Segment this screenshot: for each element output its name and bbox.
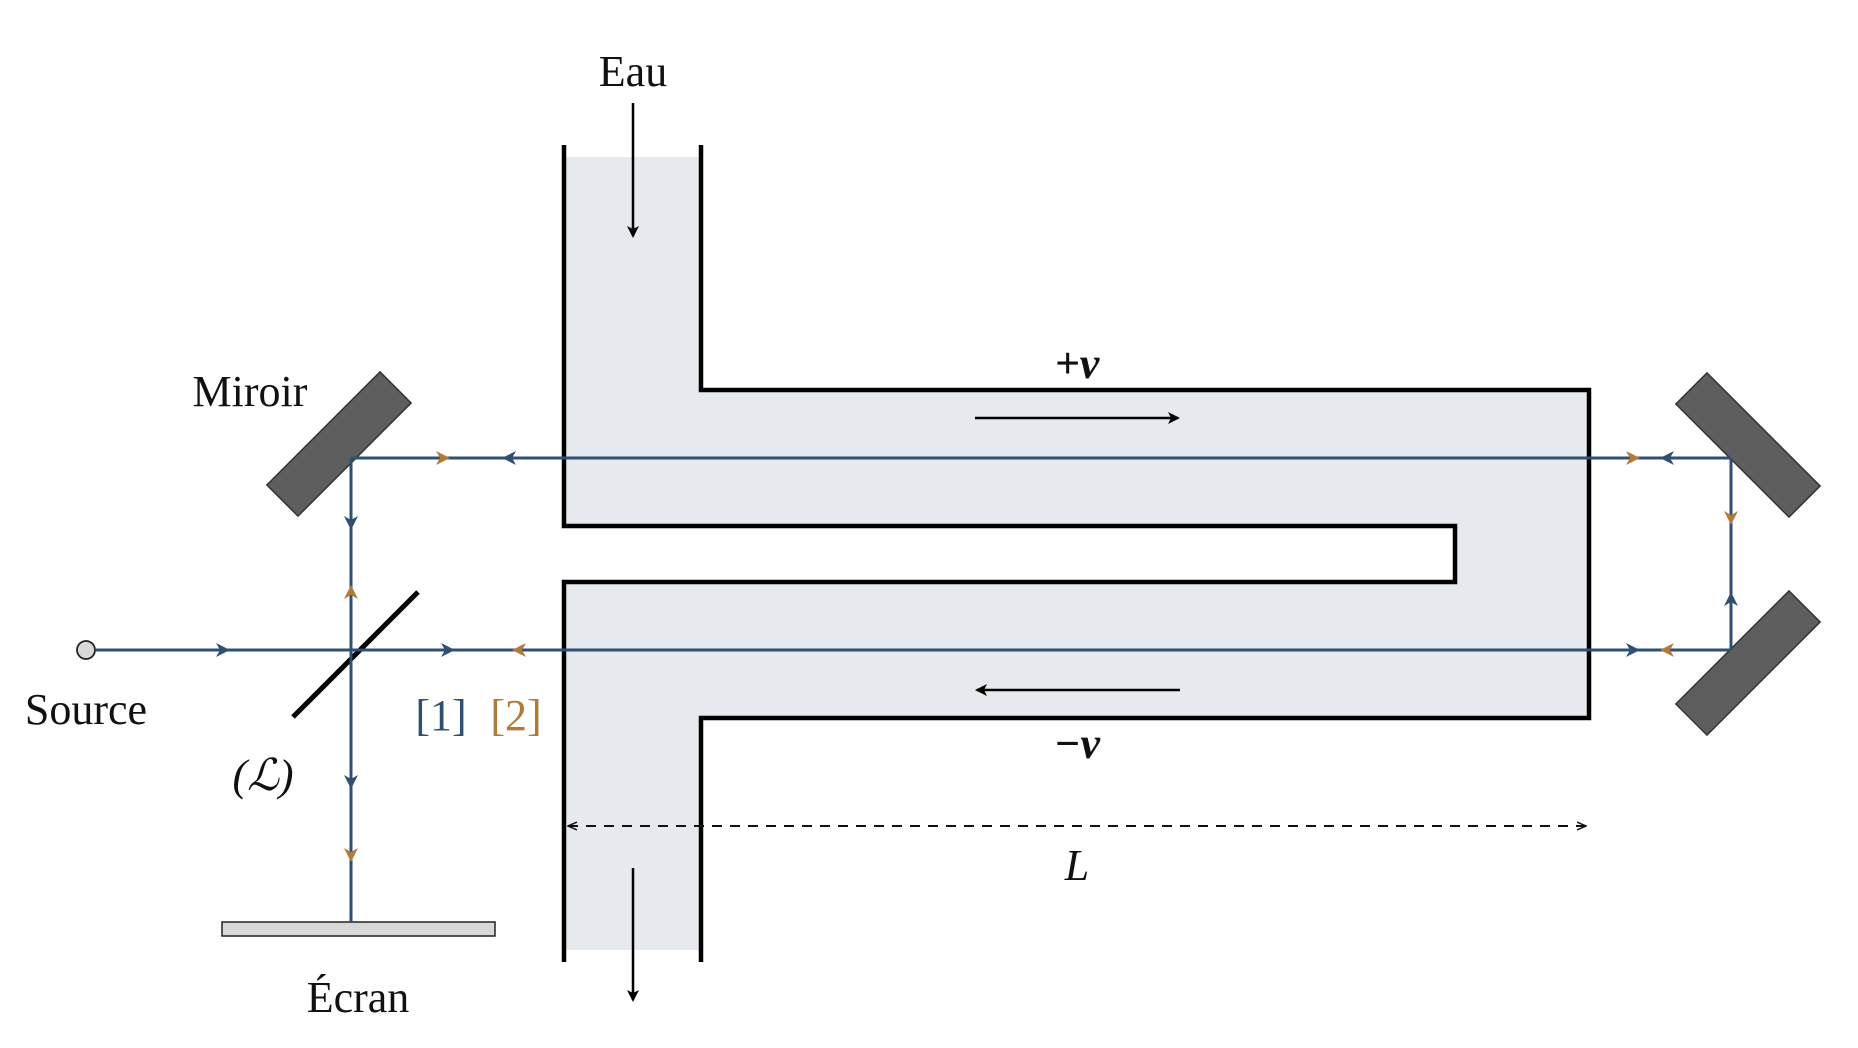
left-mirror <box>265 370 413 518</box>
arrow-b2-pipe-low <box>512 643 526 657</box>
water-pipe <box>561 145 1592 962</box>
arrow-b1-pipe-low <box>1626 643 1640 657</box>
arrow-b1-pipe-high <box>502 451 516 465</box>
beam-splitter-label: (ℒ) <box>233 751 294 800</box>
arrow-b2-right-down <box>1724 511 1738 525</box>
arrow-b1-right-up <box>1724 592 1738 606</box>
right-upper-mirror <box>1674 371 1822 519</box>
arrow-b2-low-return <box>1660 643 1674 657</box>
arrow-b1-source <box>216 643 230 657</box>
beam1-arrows <box>216 451 1738 789</box>
arrow-b1-bs-right <box>441 643 455 657</box>
length-label: L <box>1064 841 1089 890</box>
mirror-label: Miroir <box>193 367 308 416</box>
arrow-b2-bs-up <box>344 585 358 599</box>
velocity-plus-label: +v <box>1055 339 1100 388</box>
screen-label: Écran <box>307 973 410 1022</box>
beam-paths <box>95 456 1733 922</box>
beam-splitter <box>291 590 420 719</box>
source-label: Source <box>25 685 147 734</box>
arrow-b2-top-out <box>436 451 450 465</box>
arrow-b2-screen <box>344 848 358 862</box>
light-source <box>76 640 96 660</box>
arrow-b1-top-return <box>1660 451 1674 465</box>
arrow-b1-down <box>344 516 358 530</box>
right-lower-mirror <box>1674 589 1822 737</box>
screen <box>221 921 496 937</box>
water-label: Eau <box>599 47 667 96</box>
beam2-label: [2] <box>490 691 541 740</box>
beam1-label: [1] <box>415 691 466 740</box>
arrow-b2-pipe-high <box>1626 451 1640 465</box>
beam2-arrows <box>344 451 1738 862</box>
water-region <box>566 157 1588 950</box>
pipe-walls <box>561 145 1592 962</box>
velocity-minus-label: −v <box>1054 719 1101 768</box>
arrow-b1-screen <box>344 775 358 789</box>
